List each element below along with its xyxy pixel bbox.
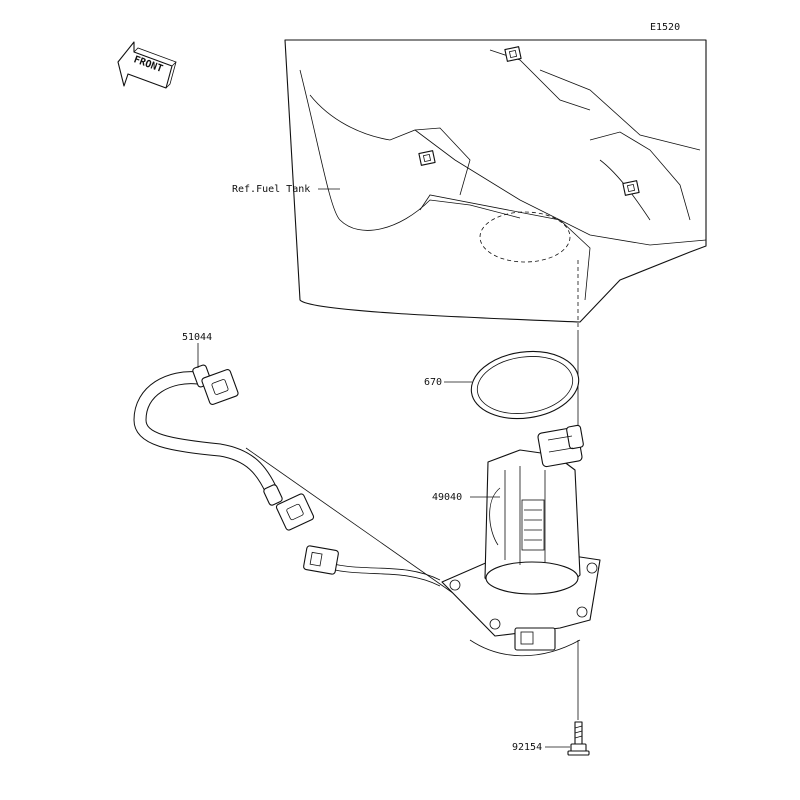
front-arrow-icon: FRONT (117, 41, 177, 89)
bolt (567, 721, 590, 756)
hose-callout: 51044 (182, 332, 212, 368)
pump-callout: 49040 (432, 492, 500, 503)
label-gasket: 670 (424, 377, 442, 388)
fuel-tank-callout: Ref.Fuel Tank (232, 184, 340, 195)
label-bolt: 92154 (512, 742, 542, 753)
bolt-callout: 92154 (512, 742, 570, 753)
fuel-tank-outline (284, 39, 707, 323)
fuel-hose (133, 364, 315, 531)
pump-wire-harness (245, 447, 471, 606)
fuel-pump-assembly (441, 424, 601, 657)
diagram-code: E1520 (650, 22, 680, 33)
label-fuel-tank: Ref.Fuel Tank (232, 184, 310, 195)
gasket-callout: 670 (424, 377, 472, 388)
gasket-ring (470, 350, 580, 420)
label-hose: 51044 (182, 332, 212, 343)
label-pump: 49040 (432, 492, 462, 503)
